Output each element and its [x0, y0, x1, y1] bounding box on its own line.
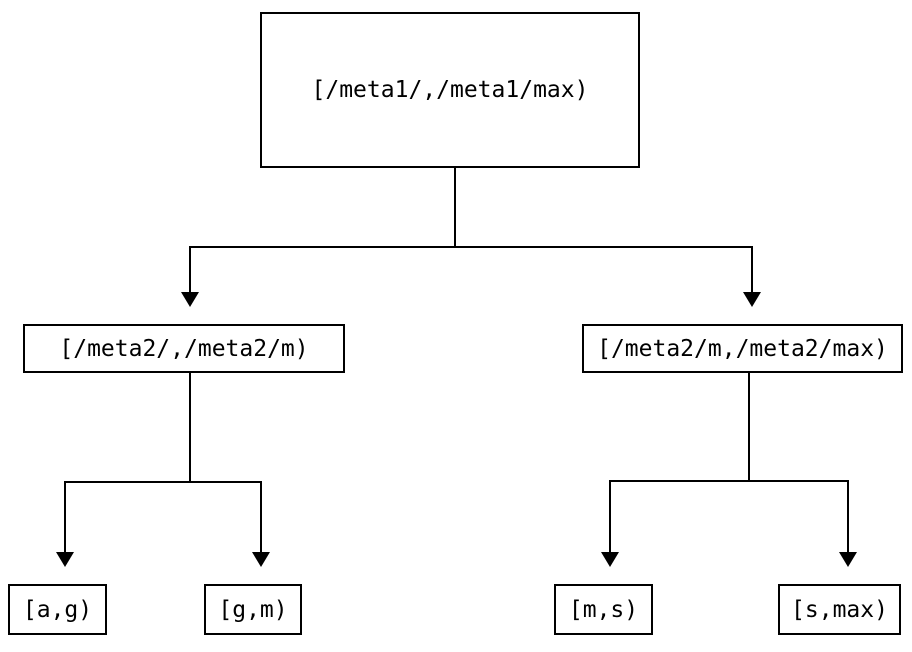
arrow-down-icon	[839, 552, 857, 567]
arrow-down-icon	[56, 552, 74, 567]
tree-node-right-meta2-range: [/meta2/m,/meta2/max)	[582, 324, 903, 373]
tree-leaf-range-a-g: [a,g)	[8, 584, 107, 635]
arrow-down-icon	[181, 292, 199, 307]
tree-leaf-range-g-m: [g,m)	[204, 584, 302, 635]
connector-left-child-to-leaves	[64, 373, 262, 553]
arrow-down-icon	[743, 292, 761, 307]
connector-root-to-children	[189, 168, 753, 293]
connector-right-child-to-leaves	[609, 373, 849, 553]
tree-node-root-range: [/meta1/,/meta1/max)	[260, 12, 640, 168]
tree-node-left-meta2-range: [/meta2/,/meta2/m)	[23, 324, 345, 373]
tree-leaf-range-m-s: [m,s)	[554, 584, 653, 635]
tree-leaf-range-s-max: [s,max)	[778, 584, 901, 635]
arrow-down-icon	[601, 552, 619, 567]
arrow-down-icon	[252, 552, 270, 567]
